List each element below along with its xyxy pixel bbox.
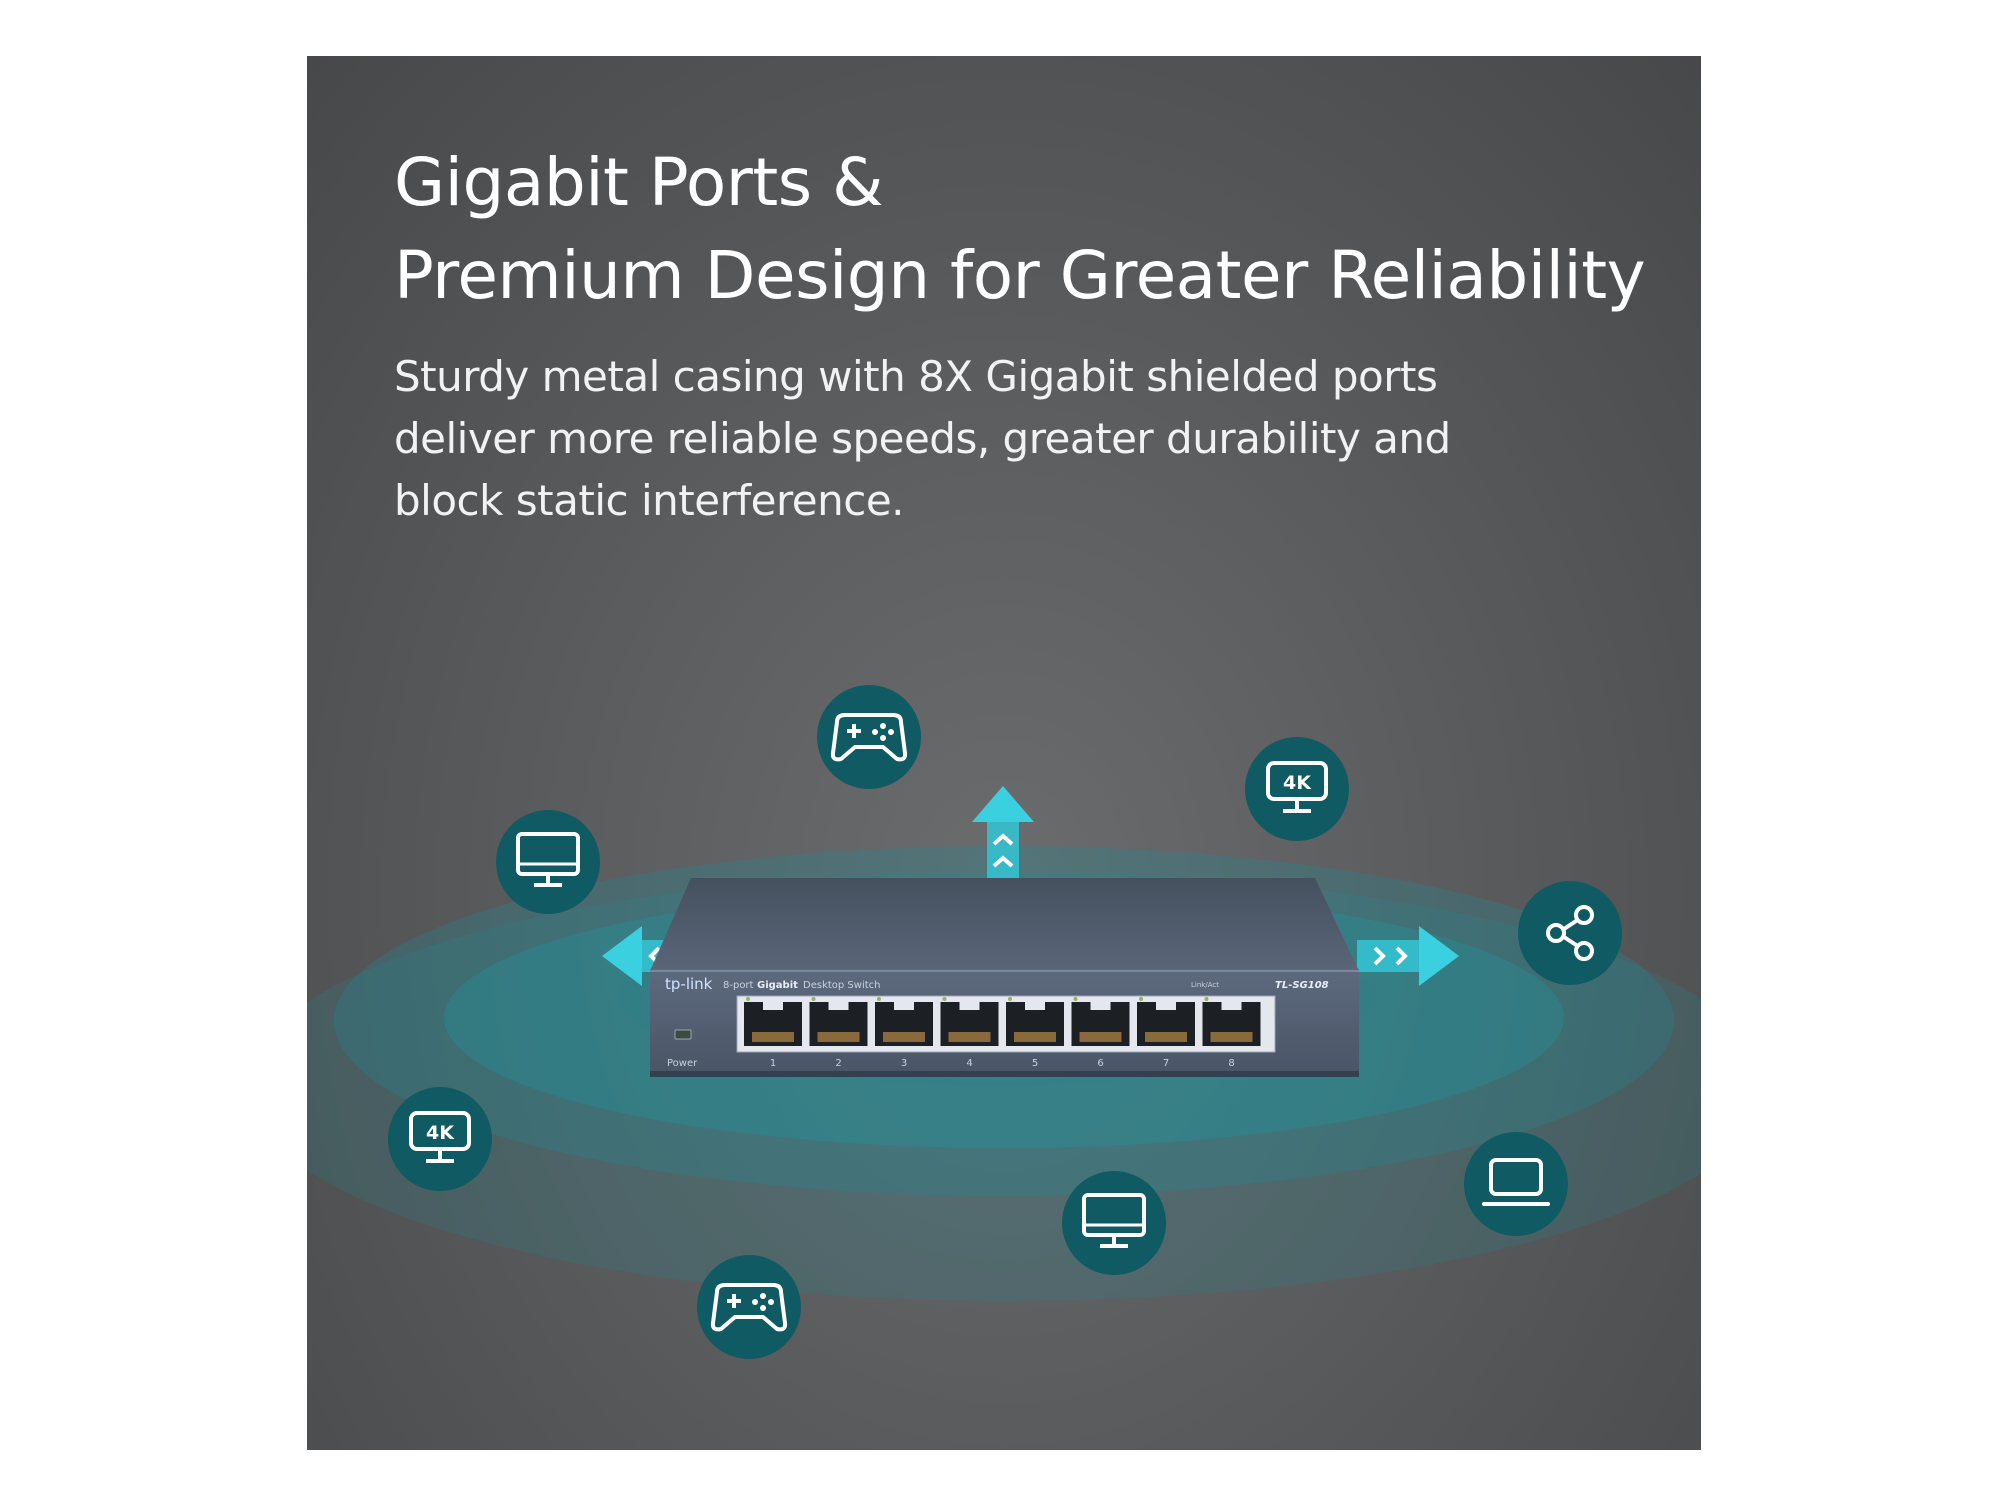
- switch-model: TL-SG108: [1275, 980, 1329, 991]
- laptop-icon: [1464, 1132, 1568, 1236]
- ethernet-port: [940, 997, 999, 1046]
- port-numbers: 1 2 3 4 5 6 7 8: [770, 1058, 1235, 1069]
- monitor-icon: [1062, 1171, 1166, 1275]
- power-label: Power: [667, 1058, 698, 1069]
- ethernet-port: [1071, 997, 1130, 1046]
- port-number-label: 4: [966, 1058, 972, 1069]
- switch-description: Desktop Switch: [803, 980, 880, 991]
- port-number-label: 7: [1163, 1058, 1169, 1069]
- description-line-1: Sturdy metal casing with 8X Gigabit shie…: [394, 352, 1438, 401]
- 4k-label: 4K: [426, 1122, 455, 1144]
- description: Sturdy metal casing with 8X Gigabit shie…: [394, 346, 1451, 532]
- ethernet-port: [1202, 997, 1261, 1046]
- product-panel: tp-link 8-port Gigabit Desktop Switch Li…: [307, 56, 1701, 1450]
- description-line-3: block static interference.: [394, 476, 905, 525]
- 4k-label: 4K: [1283, 772, 1312, 794]
- ethernet-port: [809, 997, 868, 1046]
- gamepad-icon: [697, 1255, 801, 1359]
- ethernet-port: [875, 997, 933, 1046]
- power-led: [674, 1029, 692, 1040]
- port-number-label: 8: [1228, 1058, 1234, 1069]
- switch-port-count: 8-port: [723, 980, 754, 991]
- port-number-label: 5: [1032, 1058, 1038, 1069]
- ethernet-port: [1137, 997, 1195, 1046]
- headline-line-2: Premium Design for Greater Reliability: [394, 237, 1646, 314]
- switch-brand: tp-link: [665, 975, 713, 993]
- description-line-2: deliver more reliable speeds, greater du…: [394, 414, 1451, 463]
- port-number-label: 3: [901, 1058, 907, 1069]
- 4k-monitor-icon: 4K: [1245, 737, 1349, 841]
- ethernet-ports: [744, 997, 1261, 1046]
- port-number-label: 1: [770, 1058, 776, 1069]
- switch-type: Gigabit: [757, 980, 798, 991]
- 4k-monitor-icon: 4K: [388, 1087, 492, 1191]
- ethernet-port: [1006, 997, 1064, 1046]
- ethernet-port: [744, 997, 802, 1046]
- share-icon: [1518, 881, 1622, 985]
- headline: Gigabit Ports & Premium Design for Great…: [394, 136, 1646, 322]
- right-arrow-icon: [1357, 926, 1459, 986]
- port-number-label: 2: [835, 1058, 841, 1069]
- monitor-icon: [496, 810, 600, 914]
- switch-link-label: Link/Act: [1191, 981, 1219, 989]
- network-switch: tp-link 8-port Gigabit Desktop Switch Li…: [650, 878, 1359, 1077]
- headline-line-1: Gigabit Ports &: [394, 144, 884, 221]
- network-illustration: tp-link 8-port Gigabit Desktop Switch Li…: [307, 685, 1701, 1359]
- gamepad-icon: [817, 685, 921, 789]
- port-number-label: 6: [1097, 1058, 1103, 1069]
